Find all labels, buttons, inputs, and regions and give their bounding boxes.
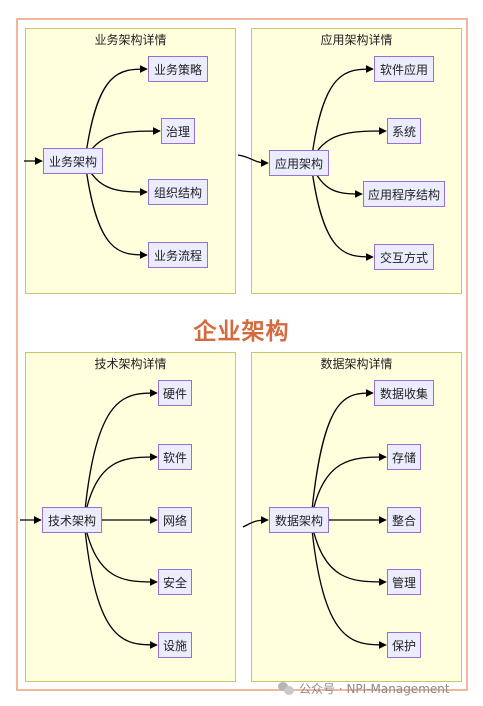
edge-incoming-application-root bbox=[237, 154, 269, 167]
node-business-process: 业务流程 bbox=[148, 242, 208, 268]
node-application-interaction: 交互方式 bbox=[374, 244, 434, 270]
watermark-text: 公众号 · NPI-Management bbox=[299, 681, 450, 696]
group-title-business: 业务架构详情 bbox=[94, 33, 167, 47]
node-business-strategy: 业务策略 bbox=[148, 56, 208, 82]
group-title-application: 应用架构详情 bbox=[320, 33, 393, 47]
edge-data-root-to-data-storage bbox=[310, 453, 387, 521]
edge-technology-root-to-technology-hardware bbox=[83, 389, 158, 521]
node-application-system: 系统 bbox=[387, 118, 421, 144]
edge-business-root-to-business-process bbox=[84, 160, 148, 259]
node-business-governance: 治理 bbox=[161, 118, 195, 144]
node-technology-software: 软件 bbox=[158, 444, 192, 470]
node-application-structure: 应用程序结构 bbox=[363, 181, 445, 207]
node-technology-network: 网络 bbox=[158, 507, 192, 533]
node-data-storage: 存储 bbox=[387, 444, 421, 470]
edge-application-root-to-application-interaction bbox=[310, 162, 374, 261]
wechat-icon bbox=[278, 681, 294, 695]
node-business-root: 业务架构 bbox=[43, 148, 103, 174]
group-title-data: 数据架构详情 bbox=[320, 357, 393, 371]
edge-technology-root-to-technology-security bbox=[83, 519, 158, 586]
node-data-management: 管理 bbox=[387, 569, 421, 595]
node-technology-facilities: 设施 bbox=[158, 632, 192, 658]
node-data-protection: 保护 bbox=[387, 632, 421, 658]
diagram-title: 企业架构 bbox=[193, 319, 290, 345]
group-title-technology: 技术架构详情 bbox=[94, 357, 167, 371]
edge-incoming-data-root bbox=[242, 516, 269, 528]
node-data-integration: 整合 bbox=[387, 507, 421, 533]
edge-business-root-to-business-strategy bbox=[84, 65, 148, 162]
node-technology-security: 安全 bbox=[158, 569, 192, 595]
node-technology-hardware: 硬件 bbox=[158, 380, 192, 406]
edge-data-root-to-data-protection bbox=[310, 519, 387, 649]
node-data-root: 数据架构 bbox=[269, 507, 329, 533]
edge-technology-root-to-technology-software bbox=[83, 453, 158, 521]
edge-technology-root-to-technology-facilities bbox=[83, 519, 158, 649]
node-technology-root: 技术架构 bbox=[42, 507, 102, 533]
watermark: 公众号 · NPI-Management bbox=[278, 678, 483, 698]
node-data-collection: 数据收集 bbox=[374, 380, 434, 406]
node-application-software: 软件应用 bbox=[374, 56, 434, 82]
node-business-organization: 组织结构 bbox=[148, 179, 208, 205]
edge-data-root-to-data-collection bbox=[310, 389, 374, 521]
node-application-root: 应用架构 bbox=[269, 150, 329, 176]
edge-data-root-to-data-management bbox=[310, 519, 387, 586]
edge-application-root-to-application-software bbox=[310, 65, 374, 164]
